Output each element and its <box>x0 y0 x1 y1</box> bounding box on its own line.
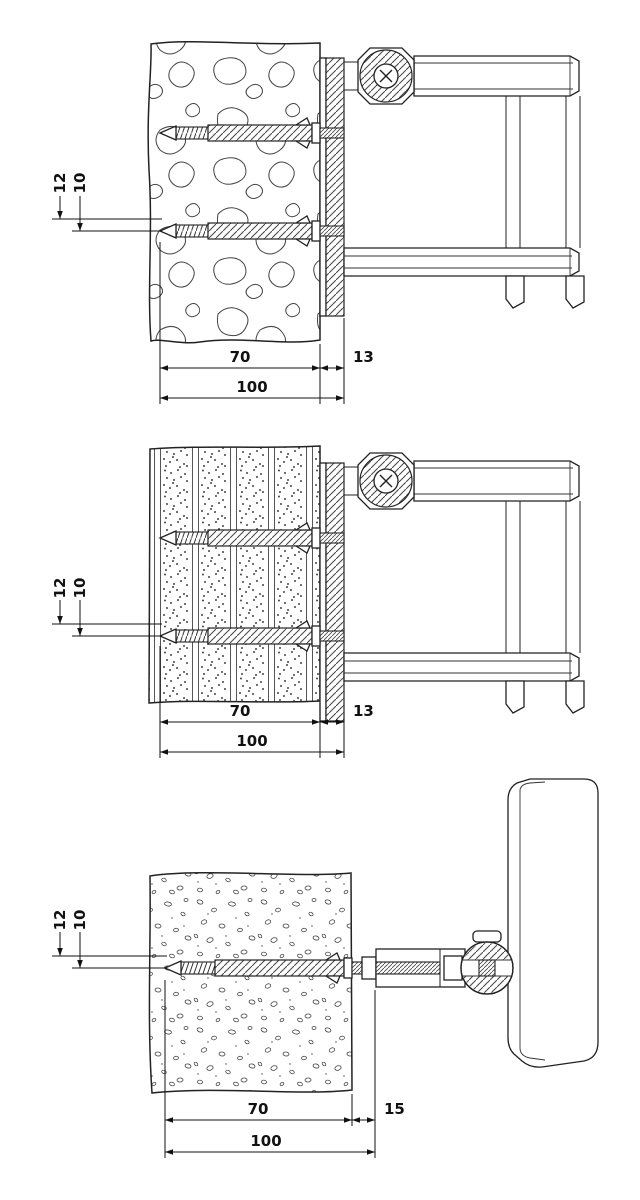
dimension-vertical-offsets: 12 10 <box>51 173 162 232</box>
dim-10-label: 10 <box>71 578 89 599</box>
dim-10-label: 10 <box>71 910 89 931</box>
dim-15-label: 15 <box>384 1100 405 1118</box>
dim-70-label: 70 <box>230 702 251 720</box>
anchor-dowel <box>163 952 353 984</box>
dimension-horizontal: 70 15 100 <box>164 980 405 1158</box>
panel-concrete-wall: 12 10 70 13 100 <box>51 40 585 404</box>
panel-perforated-brick-wall: 12 10 70 13 100 <box>51 445 585 758</box>
rail-bracket-assembly <box>319 452 585 722</box>
dimension-vertical-offsets: 12 10 <box>51 578 162 637</box>
dim-12-label: 12 <box>51 578 69 599</box>
wall-section-concrete <box>147 40 321 344</box>
dim-13-label: 13 <box>353 348 374 366</box>
dimension-vertical-offsets: 12 10 <box>51 910 167 969</box>
dim-100-label: 100 <box>236 732 267 750</box>
dim-13-label: 13 <box>353 702 374 720</box>
dim-100-label: 100 <box>236 378 267 396</box>
dim-12-label: 12 <box>51 173 69 194</box>
wall-bracket-assembly <box>351 930 514 995</box>
clamp-hook <box>472 930 502 943</box>
radiator-panel-side <box>507 778 599 1068</box>
panel-aerated-concrete-wall: 12 10 70 15 100 <box>51 778 599 1158</box>
wall-section-brick <box>148 445 321 704</box>
hinge-joint <box>460 941 514 995</box>
radiator-panel-inner-line <box>519 781 546 1061</box>
dim-70-label: 70 <box>248 1100 269 1118</box>
dim-12-label: 12 <box>51 910 69 931</box>
dim-70-label: 70 <box>230 348 251 366</box>
dim-100-label: 100 <box>250 1132 281 1150</box>
rail-bracket-assembly <box>319 47 585 317</box>
dimension-horizontal: 70 13 100 <box>159 646 374 758</box>
dimension-horizontal: 70 13 100 <box>159 242 374 404</box>
wall-section-aerated <box>148 872 353 1094</box>
dim-10-label: 10 <box>71 173 89 194</box>
